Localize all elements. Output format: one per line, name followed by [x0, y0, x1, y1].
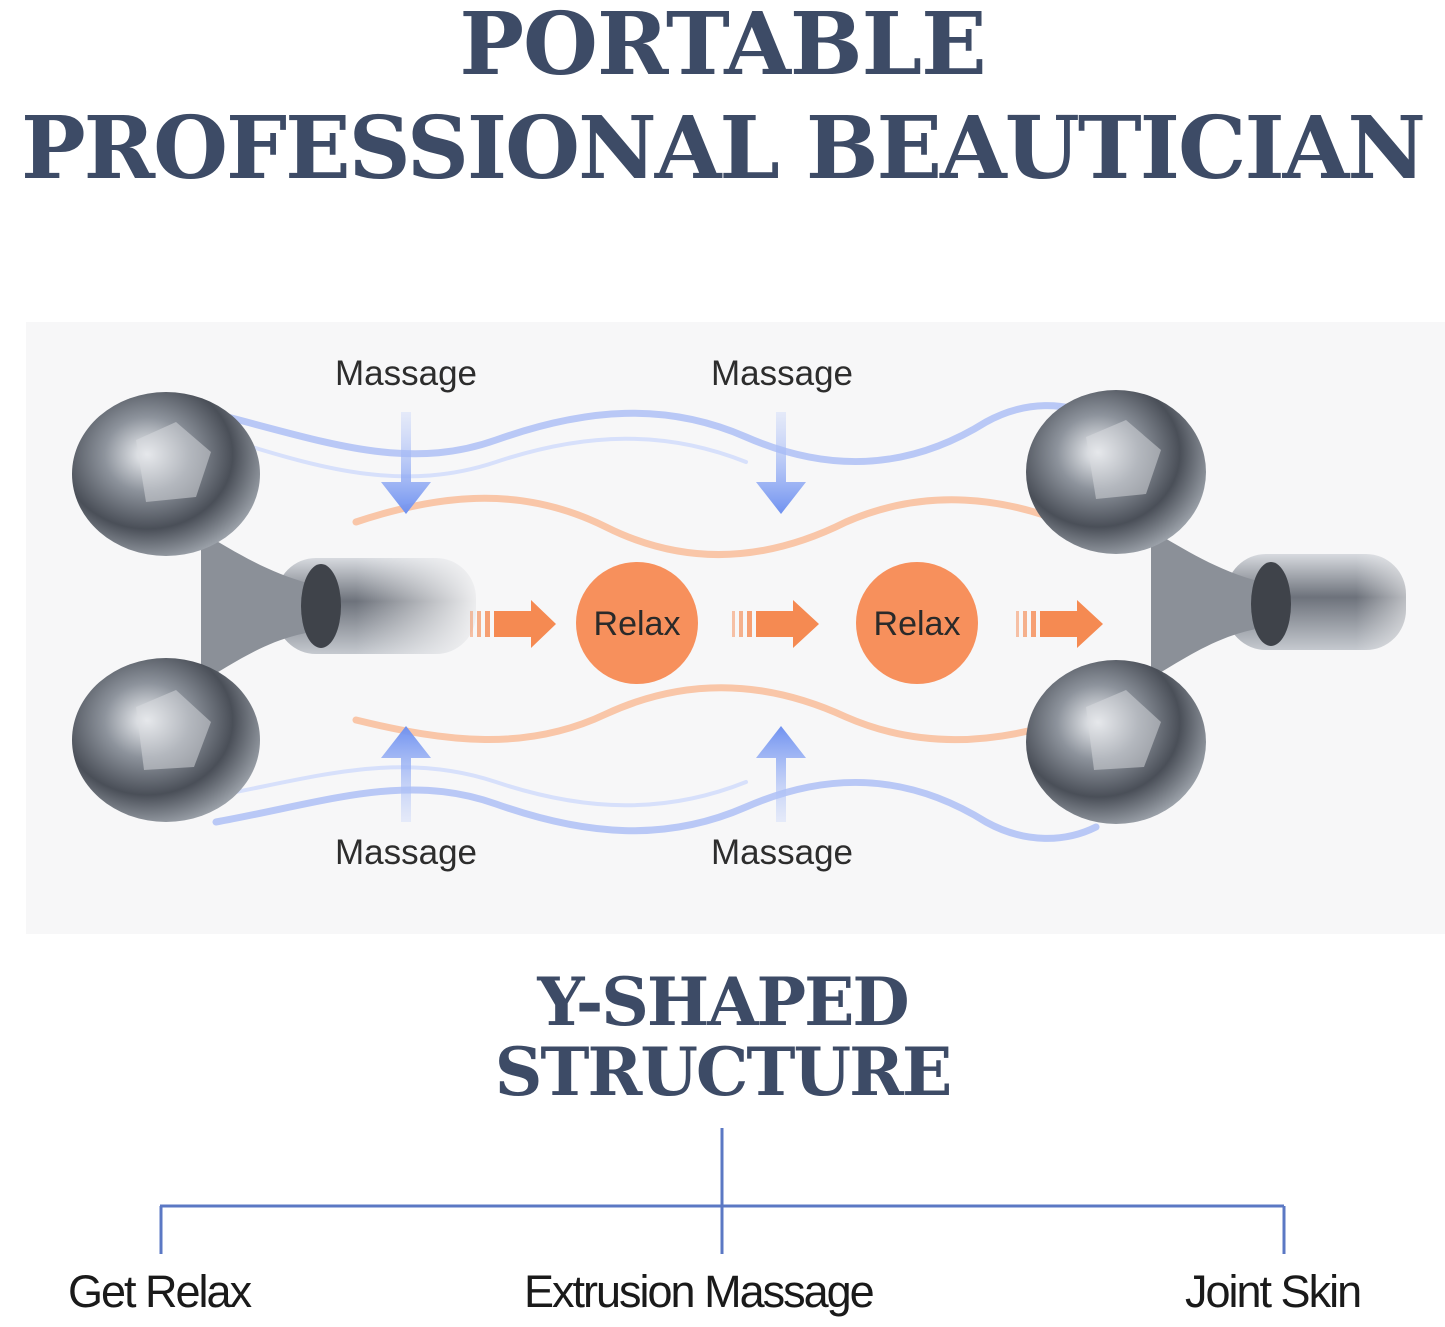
- wave-orange-top: [352, 494, 1080, 559]
- left-roller-image: [72, 392, 486, 822]
- massage-arrows: [381, 412, 806, 822]
- relax-circle-1: [576, 562, 698, 684]
- wave-blue-bottom: [212, 778, 1100, 842]
- flow-arrow-2: [732, 600, 819, 648]
- headline-line-2: PROFESSIONAL BEAUTICIAN: [20, 98, 1426, 199]
- massage-label-bottom-right: Massage: [710, 833, 854, 872]
- wave-blue-top-inner: [234, 436, 748, 479]
- wave-blue-bottom-inner: [234, 765, 748, 808]
- right-roller-image: [1026, 390, 1445, 824]
- flow-arrow-1: [470, 600, 556, 648]
- massage-label-top-left: Massage: [334, 354, 478, 393]
- massage-arrow-top-right: [756, 412, 806, 514]
- structure-title-line-1: Y-SHAPED: [537, 963, 909, 1041]
- relax-label-2: Relax: [873, 605, 961, 643]
- relax-circle-2: [856, 562, 978, 684]
- massage-arrow-bottom-left: [381, 726, 431, 822]
- massage-arrow-top-left: [381, 412, 431, 514]
- wave-lines: [212, 402, 1100, 842]
- wave-orange-bottom: [352, 684, 1080, 744]
- massage-diagram: Massage Massage Massage Massage Relax Re…: [26, 322, 1445, 934]
- massage-label-bottom-left: Massage: [334, 833, 478, 872]
- structure-tree-lines: [159, 1128, 1286, 1254]
- structure-title-line-2: STRUCTURE: [494, 1033, 953, 1111]
- massage-arrow-bottom-right: [756, 726, 806, 822]
- branch-label-joint-skin: Joint Skin: [1185, 1266, 1362, 1317]
- branch-label-get-relax: Get Relax: [68, 1266, 252, 1317]
- flow-arrow-3: [1016, 600, 1103, 648]
- wave-blue-top: [212, 402, 1100, 466]
- massage-label-top-right: Massage: [710, 354, 854, 393]
- relax-label-1: Relax: [593, 605, 681, 643]
- branch-label-extrusion-massage: Extrusion Massage: [524, 1266, 875, 1317]
- flow-arrows: [470, 600, 1103, 648]
- headline-line-1: PORTABLE: [459, 0, 986, 95]
- diagram-graphics: [72, 390, 1445, 842]
